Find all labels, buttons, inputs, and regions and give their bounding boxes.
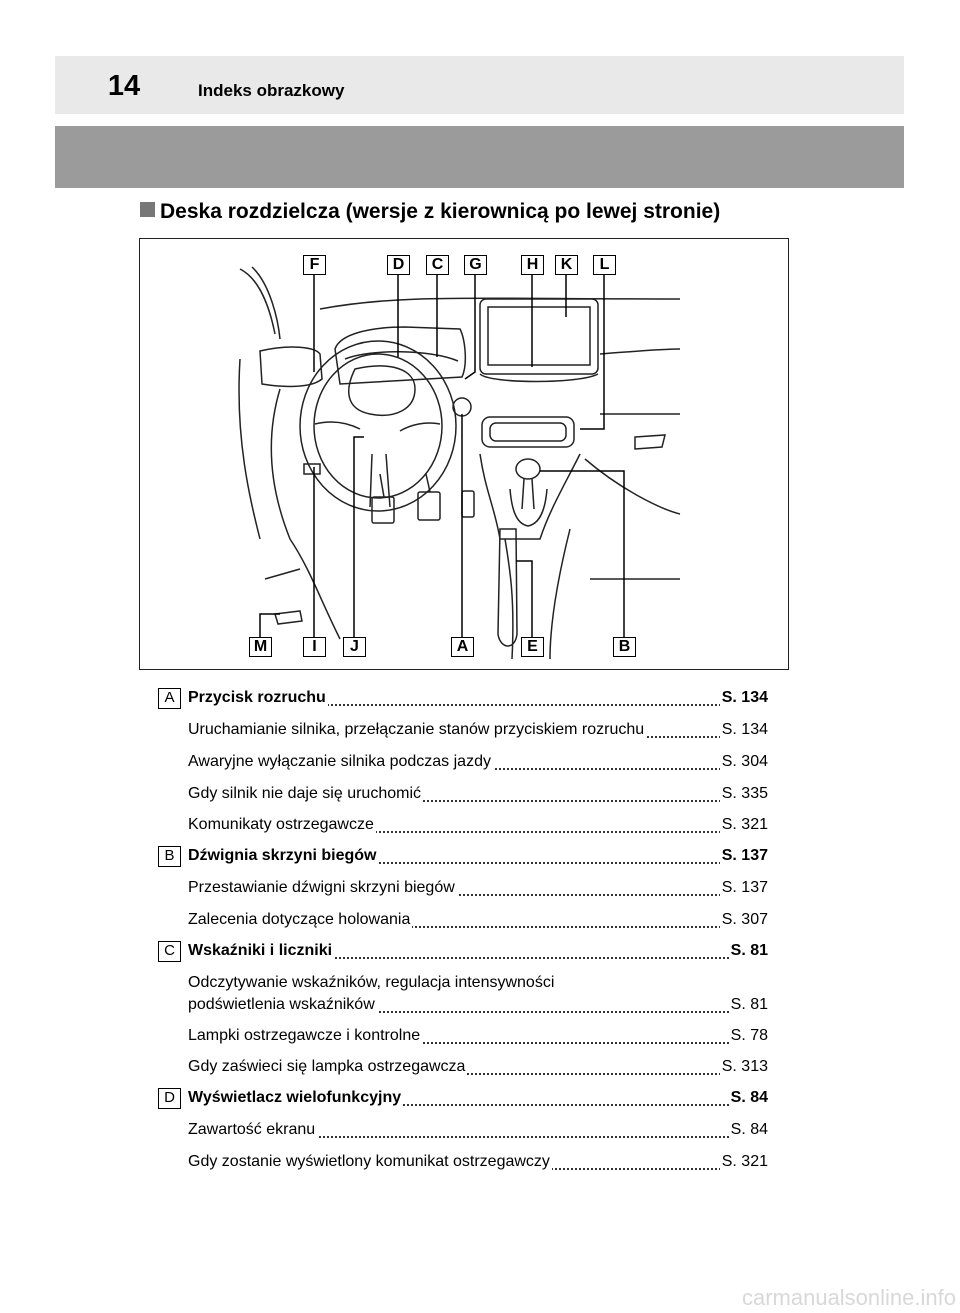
entry-item-page: S. 137 — [719, 877, 768, 899]
entry-item-text: Zalecenia dotyczące holowania — [188, 911, 413, 928]
square-bullet-icon — [140, 202, 155, 217]
entry-item-text: Gdy zostanie wyświetlony komunikat ostrz… — [188, 1153, 552, 1170]
callout-I: I — [303, 637, 326, 657]
callout-A: A — [451, 637, 474, 657]
entry-title-row: Przycisk rozruchu S. 134 — [188, 687, 768, 711]
entry-item-page: S. 307 — [719, 909, 768, 931]
callout-B: B — [613, 637, 636, 657]
entry-item-page: S. 84 — [728, 1119, 768, 1141]
entry-item-row: podświetlenia wskaźników S. 81 — [188, 994, 768, 1018]
callout-K: K — [555, 255, 578, 275]
dashboard-drawing — [238, 266, 681, 660]
page-header: 14 Indeks obrazkowy — [55, 56, 904, 114]
entry-item-page: S. 321 — [719, 814, 768, 836]
entry-item-row: Gdy zostanie wyświetlony komunikat ostrz… — [188, 1151, 768, 1175]
entry-item-row: Gdy silnik nie daje się uruchomić S. 335 — [188, 783, 768, 807]
entry-item-text: podświetlenia wskaźników — [188, 996, 377, 1013]
entry-item-text: Awaryjne wyłączanie silnika podczas jazd… — [188, 753, 493, 770]
dashboard-illustration: F D C G H K L M I J A E B — [139, 238, 789, 670]
entry-page-ref: S. 134 — [719, 687, 768, 709]
entry-item-text: Komunikaty ostrzegawcze — [188, 816, 376, 833]
header-title: Indeks obrazkowy — [198, 81, 345, 100]
callout-G: G — [464, 255, 487, 275]
entry-item-text: Gdy zaświeci się lampka ostrzegawcza — [188, 1058, 468, 1075]
entry-item-row: Przestawianie dźwigni skrzyni biegów S. 1… — [188, 877, 768, 901]
callout-J: J — [343, 637, 366, 657]
entry-title-row: Wskaźniki i liczniki S. 81 — [188, 940, 768, 964]
entry-title: Wskaźniki i liczniki — [188, 942, 335, 959]
entry-title: Przycisk rozruchu — [188, 689, 328, 706]
section-title: Deska rozdzielcza (wersje z kierownicą p… — [160, 200, 721, 223]
entry-page-ref: S. 81 — [728, 940, 768, 962]
watermark: carmanualsonline.info — [741, 1285, 956, 1310]
entry-item-row: Zalecenia dotyczące holowania S. 307 — [188, 909, 768, 933]
entry-item-page: S. 134 — [719, 719, 768, 741]
entry-item-text: Przestawianie dźwigni skrzyni biegów — [188, 879, 457, 896]
entry-letter-box: D — [158, 1088, 181, 1109]
entry-page-ref: S. 137 — [719, 845, 768, 867]
callout-M: M — [249, 637, 272, 657]
callout-F: F — [303, 255, 326, 275]
entry-item-text: Uruchamianie silnika, przełączanie stanó… — [188, 721, 647, 738]
entry-item-row: Uruchamianie silnika, przełączanie stanó… — [188, 719, 768, 743]
entry-title-row: Dźwignia skrzyni biegów S. 137 — [188, 845, 768, 869]
entry-item-row: Komunikaty ostrzegawcze S. 321 — [188, 814, 768, 838]
entry-item-row: Zawartość ekranu S. 84 — [188, 1119, 768, 1143]
entry-title: Dźwignia skrzyni biegów — [188, 847, 379, 864]
callout-D: D — [387, 255, 410, 275]
entry-item-text: Zawartość ekranu — [188, 1121, 318, 1138]
section-heading: Deska rozdzielcza (wersje z kierownicą p… — [140, 200, 720, 224]
entry-item-page: S. 321 — [719, 1151, 768, 1173]
entry-title: Wyświetlacz wielofunkcyjny — [188, 1089, 404, 1106]
entry-item-page: S. 335 — [719, 783, 768, 805]
entry-item-row: Gdy zaświeci się lampka ostrzegawcza S. 3… — [188, 1056, 768, 1080]
entry-letter-box: A — [158, 688, 181, 709]
callout-L: L — [593, 255, 616, 275]
entry-item-text: Lampki ostrzegawcze i kontrolne — [188, 1027, 423, 1044]
entry-item-page: S. 81 — [728, 994, 768, 1016]
entry-item-page: S. 313 — [719, 1056, 768, 1078]
entry-item-page: S. 304 — [719, 751, 768, 773]
callout-C: C — [426, 255, 449, 275]
entry-item-row: Awaryjne wyłączanie silnika podczas jazd… — [188, 751, 768, 775]
page-number: 14 — [107, 70, 141, 102]
entry-letter-box: B — [158, 846, 181, 867]
section-banner — [55, 126, 904, 188]
callout-H: H — [521, 255, 544, 275]
entry-page-ref: S. 84 — [728, 1087, 768, 1109]
callout-E: E — [521, 637, 544, 657]
entry-item-page: S. 78 — [728, 1025, 768, 1047]
entry-item-row: Lampki ostrzegawcze i kontrolne S. 78 — [188, 1025, 768, 1049]
entry-item-text-line: Odczytywanie wskaźników, regulacja inten… — [188, 974, 555, 991]
entry-letter-box: C — [158, 941, 181, 962]
entry-item-text: Gdy silnik nie daje się uruchomić — [188, 785, 423, 802]
entry-title-row: Wyświetlacz wielofunkcyjny S. 84 — [188, 1087, 768, 1111]
